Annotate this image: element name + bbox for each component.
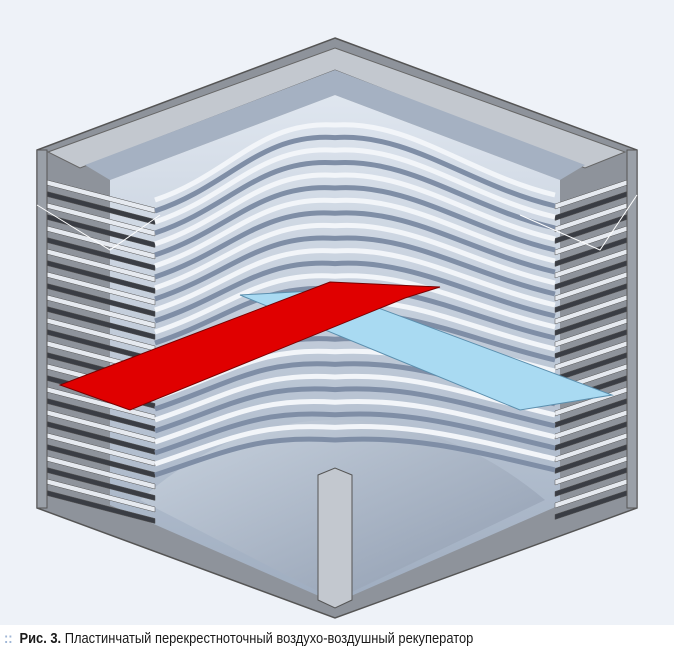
- curved-plate: [154, 235, 556, 302]
- curved-plate: [154, 147, 556, 225]
- curved-plate: [154, 424, 556, 467]
- curved-plate: [154, 185, 556, 258]
- curved-plate: [154, 273, 556, 335]
- curved-plate: [154, 260, 556, 324]
- curved-plate: [154, 210, 556, 280]
- right-plate-stack: [554, 179, 628, 520]
- curved-plate: [154, 386, 556, 434]
- housing-top-cavity: [85, 70, 585, 180]
- curved-plate: [154, 197, 556, 269]
- curved-plate: [154, 411, 556, 456]
- caption-text: Пластинчатый перекрестноточный воздухо-в…: [64, 630, 474, 647]
- guide-lines-right: [519, 194, 638, 251]
- figure-caption: ::Рис. 3. Пластинчатый перекрестноточный…: [4, 630, 473, 647]
- right-frame-post: [626, 149, 638, 509]
- curved-plate: [154, 373, 556, 423]
- guide-lines-left: [36, 204, 161, 251]
- curved-plate: [154, 134, 556, 214]
- curved-plate: [154, 172, 556, 247]
- curved-plate: [154, 159, 556, 236]
- recuperator-illustration: [36, 37, 638, 619]
- curved-plate: [154, 436, 556, 478]
- left-frame-post: [36, 149, 48, 509]
- corner-post: [317, 467, 353, 609]
- curved-plate: [154, 398, 556, 445]
- curved-plate: [154, 222, 556, 291]
- curved-plate: [154, 122, 556, 203]
- hot-air-flow: [58, 281, 441, 411]
- caption-label: Рис. 3.: [19, 630, 62, 647]
- curved-plate: [154, 248, 556, 313]
- caption-bullet-icon: ::: [4, 630, 13, 647]
